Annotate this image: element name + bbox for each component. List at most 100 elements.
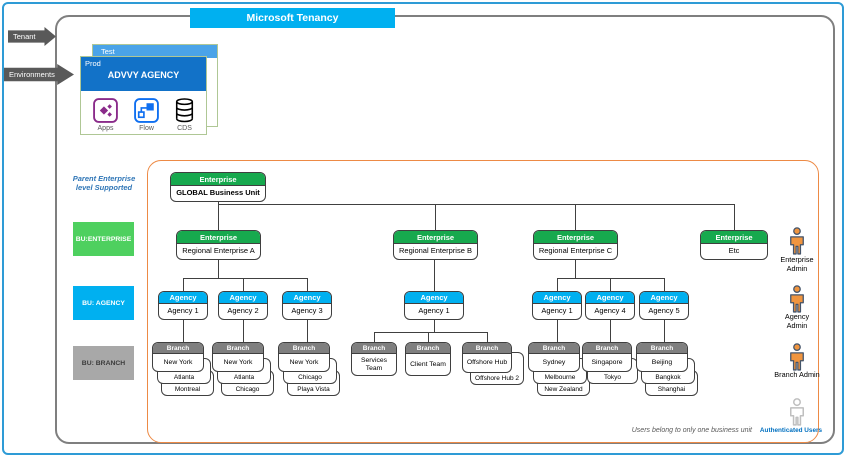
branch-stack-a2: Branch New York Atlanta Chicago [212,342,274,397]
environment-agency-name: ADVVY AGENCY [107,70,180,80]
connector-line [487,332,488,342]
tenant-arrow-label: Tenant [8,27,56,46]
node-header: Agency [219,292,267,304]
org-node-regional-b: Enterprise Regional Enterprise B [393,230,478,260]
connector-line [610,278,611,291]
node-header: Enterprise [171,173,265,186]
agency-admin-icon [786,285,808,313]
node-body: Agency 1 [167,306,199,316]
microsoft-tenancy-banner: Microsoft Tenancy [190,8,395,28]
branch-admin-icon [786,343,808,371]
node-header: Agency [533,292,581,304]
branch-card: Branch New York [152,342,204,372]
node-body: GLOBAL Business Unit [176,188,260,198]
org-node-branch-offshore: Branch Offshore Hub [462,342,512,373]
org-node-agency-c4: Agency Agency 4 [585,291,635,320]
environment-services: Apps Flow [81,91,206,135]
bu-enterprise-label: BU:ENTERPRISE [73,222,134,256]
connector-line [434,318,435,332]
powerapps-label: Apps [97,124,114,132]
connector-line [307,318,308,342]
node-header: Branch [352,343,396,354]
node-body: Client Team [410,360,446,368]
connector-line [218,258,219,278]
agency-admin-label: Agency Admin [784,312,810,330]
node-header: Branch [406,343,450,354]
connector-line [428,332,429,342]
connector-line [183,278,184,291]
connector-line [218,204,734,205]
connector-line [374,332,375,342]
org-node-agency-c1: Agency Agency 1 [532,291,582,320]
prod-label: Prod [85,59,101,68]
bu-agency-label: BU: AGENCY [73,286,134,320]
org-node-regional-c: Enterprise Regional Enterprise C [533,230,618,260]
connector-line [374,332,487,333]
powerapps-service: Apps [92,97,119,132]
authenticated-users-icon [786,398,808,426]
connector-line [575,258,576,278]
branch-card: Branch Sydney [528,342,580,372]
node-body: Services Team [360,356,388,372]
branch-stack-c4: Branch Singapore Tokyo [582,342,640,387]
connector-line [557,318,558,342]
branch-header: Branch [153,343,203,354]
node-header: Enterprise [534,231,617,244]
cds-service: CDS [174,97,195,132]
connector-line [307,278,308,291]
test-environment-header: Test [93,45,217,58]
branch-city: Singapore [591,359,623,366]
connector-line [575,204,576,230]
footer-note: Users belong to only one business unit [631,427,752,434]
org-node-agency-a1: Agency Agency 1 [158,291,208,320]
flow-service: Flow [133,97,160,132]
node-header: Agency [586,292,634,304]
connector-line [434,258,435,291]
flow-icon [133,97,160,124]
node-body: Offshore Hub [466,359,508,367]
authenticated-users-label: Authenticated Users [759,427,823,434]
branch-card: Branch New York [278,342,330,372]
enterprise-admin-label: Enterprise Admin [780,255,814,273]
branch-stack-a3: Branch New York Chicago Playa Vista [278,342,340,397]
connector-line [610,318,611,342]
connector-line [557,278,558,291]
node-header: Enterprise [701,231,767,244]
node-body: Agency 5 [648,306,680,316]
branch-stack-c5: Branch Beijing Bangkok Shanghai [636,342,698,397]
enterprise-admin-icon [786,227,808,255]
node-body: Regional Enterprise C [538,246,613,256]
org-node-branch-client: Branch Client Team [405,342,451,376]
branch-card: Branch Singapore [582,342,632,372]
bu-branch-label: BU: BRANCH [73,346,134,380]
branch-header: Branch [279,343,329,354]
branch-header: Branch [213,343,263,354]
branch-card: Branch New York [212,342,264,372]
powerapps-icon [92,97,119,124]
connector-line [435,204,436,230]
connector-line [734,204,735,230]
connector-line [243,318,244,342]
node-header: Agency [405,292,463,304]
branch-card: Branch Beijing [636,342,688,372]
node-body: Agency 2 [227,306,259,316]
node-header: Agency [640,292,688,304]
branch-city: Beijing [651,359,673,366]
branch-city: New York [163,359,193,366]
branch-city: New York [223,359,253,366]
node-body: Regional Enterprise B [399,246,472,256]
connector-line [243,278,244,291]
branch-header: Branch [529,343,579,354]
node-header: Enterprise [177,231,260,244]
node-body: Agency 4 [594,306,626,316]
connector-line [664,318,665,342]
branch-admin-label: Branch Admin [774,370,820,379]
prod-environment-header: Prod ADVVY AGENCY [81,57,206,91]
cds-label: CDS [177,124,192,132]
branch-city: New York [289,359,319,366]
branch-header: Branch [583,343,631,354]
node-body: Agency 3 [291,306,323,316]
org-node-agency-c5: Agency Agency 5 [639,291,689,320]
